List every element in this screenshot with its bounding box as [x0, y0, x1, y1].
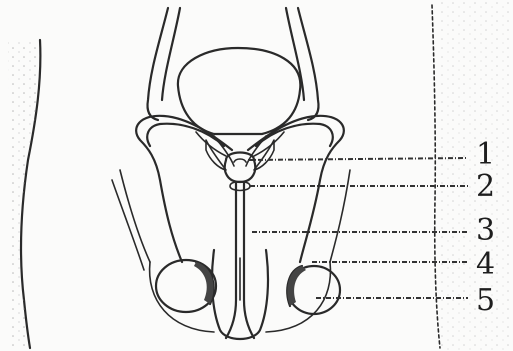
urinary-bladder [178, 48, 300, 134]
left-body-outline [8, 40, 40, 348]
right-body-outline [432, 0, 513, 351]
label-4: 4 [476, 250, 495, 280]
leader-line-1 [248, 158, 468, 160]
vas-deferens [136, 116, 344, 262]
label-5: 5 [476, 286, 495, 316]
label-1: 1 [476, 140, 495, 170]
left-testis [156, 260, 216, 312]
label-3: 3 [476, 216, 495, 246]
scrotum-outline [112, 170, 350, 332]
penis-urethra [212, 182, 268, 339]
right-testis [287, 266, 340, 314]
label-2: 2 [476, 172, 495, 202]
